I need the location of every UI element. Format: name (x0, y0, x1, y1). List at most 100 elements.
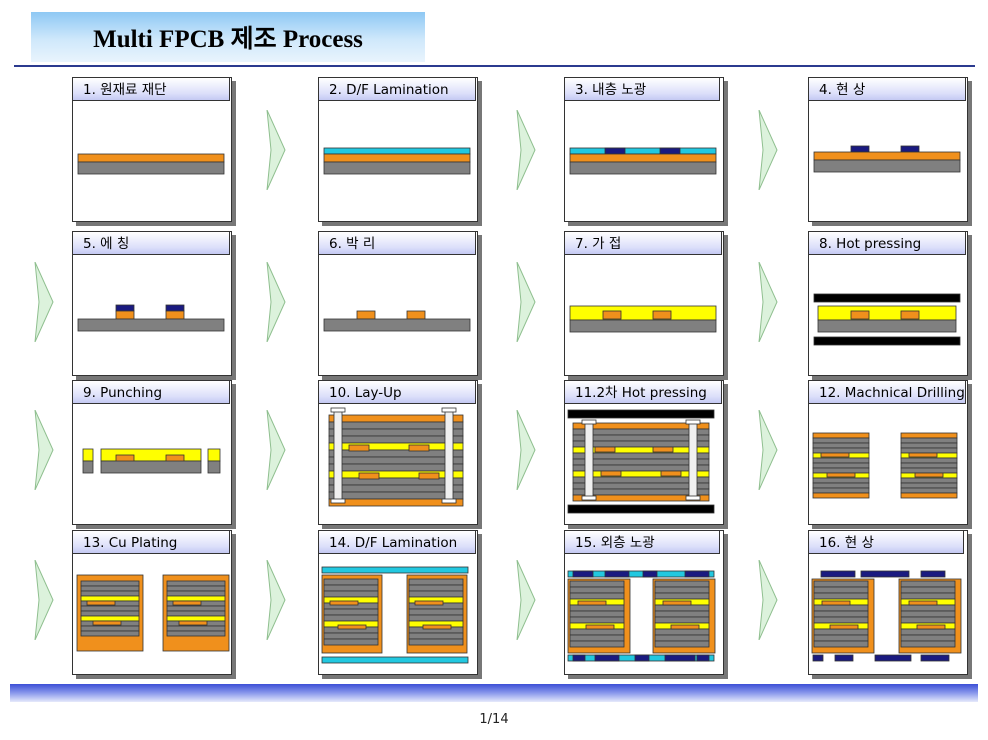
title-banner: Multi FPCB 제조 Process (31, 12, 425, 62)
cross-section-diagram (77, 153, 225, 175)
layer (569, 153, 717, 163)
layer (900, 604, 956, 612)
cross-section-diagram (321, 566, 469, 664)
layer (77, 318, 225, 332)
layer (900, 487, 958, 494)
layer (850, 310, 870, 320)
layer (594, 654, 620, 662)
layer (820, 570, 856, 578)
layer (567, 570, 715, 578)
process-arrow-icon (33, 410, 55, 490)
layer (80, 605, 140, 612)
layer (812, 477, 870, 484)
layer (569, 305, 717, 321)
layer (813, 336, 961, 346)
layer (323, 632, 379, 640)
step-label: 16. 현 상 (808, 530, 964, 554)
layer (572, 434, 710, 442)
top-divider (14, 65, 975, 67)
layer (812, 442, 870, 449)
step-label: 3. 내층 노광 (564, 77, 720, 101)
layer (654, 634, 710, 642)
layer (813, 151, 961, 161)
layer (850, 145, 870, 153)
layer (813, 293, 961, 303)
layer (572, 464, 710, 472)
layer (813, 616, 869, 624)
layer (829, 624, 859, 630)
layer (165, 310, 185, 320)
layer (207, 460, 221, 474)
layer (408, 614, 464, 622)
layer (812, 457, 870, 464)
layer (323, 584, 379, 592)
layer (348, 444, 370, 452)
step-panel-4 (808, 77, 968, 222)
layer (321, 656, 469, 664)
layer (813, 586, 869, 594)
layer (813, 628, 869, 636)
layer (916, 624, 946, 630)
layer (604, 147, 626, 155)
layer (584, 420, 594, 500)
layer (100, 460, 202, 474)
cross-section-diagram (569, 147, 717, 175)
cross-section-diagram (813, 293, 961, 346)
layer (323, 153, 471, 163)
layer (684, 570, 710, 578)
layer (207, 448, 221, 462)
layer (441, 498, 457, 504)
layer (569, 628, 625, 636)
step-panel-6 (318, 231, 478, 376)
layer (572, 446, 710, 454)
layer (812, 487, 870, 494)
layer (813, 580, 869, 588)
step-label: 10. Lay-Up (318, 380, 476, 404)
layer (572, 440, 710, 448)
layer (670, 624, 700, 630)
cross-section-diagram (323, 310, 471, 332)
layer (80, 590, 140, 597)
layer (594, 446, 616, 453)
step-label: 6. 박 리 (318, 231, 476, 255)
cross-section-diagram (76, 574, 230, 652)
layer (328, 463, 464, 472)
step-label: 14. D/F Lamination (318, 530, 476, 554)
process-arrow-icon (757, 262, 779, 342)
layer (356, 310, 376, 320)
step-label: 13. Cu Plating (72, 530, 230, 554)
layer (323, 614, 379, 622)
layer (572, 494, 710, 502)
layer (329, 600, 359, 606)
layer (900, 145, 920, 153)
layer (585, 624, 615, 630)
step-panel-14 (318, 530, 478, 675)
layer (834, 654, 854, 662)
layer (165, 304, 185, 312)
layer (820, 452, 850, 458)
layer (652, 446, 674, 453)
layer (821, 600, 851, 606)
cross-section-diagram (567, 409, 715, 514)
cross-section-diagram (77, 304, 225, 332)
layer (685, 495, 701, 501)
layer (662, 600, 692, 606)
step-panel-11 (564, 380, 724, 525)
layer (813, 610, 869, 618)
cross-section-diagram (812, 432, 958, 499)
layer (115, 310, 135, 320)
layer (874, 654, 912, 662)
layer (654, 604, 710, 612)
layer (172, 600, 202, 606)
cross-section-diagram (323, 147, 471, 175)
layer (572, 428, 710, 436)
layer (323, 318, 471, 332)
layer (900, 477, 958, 484)
layer (812, 447, 870, 454)
layer (333, 408, 343, 502)
layer (900, 628, 956, 636)
layer (82, 448, 94, 462)
layer (900, 492, 958, 499)
layer (572, 452, 710, 460)
layer (581, 419, 597, 425)
